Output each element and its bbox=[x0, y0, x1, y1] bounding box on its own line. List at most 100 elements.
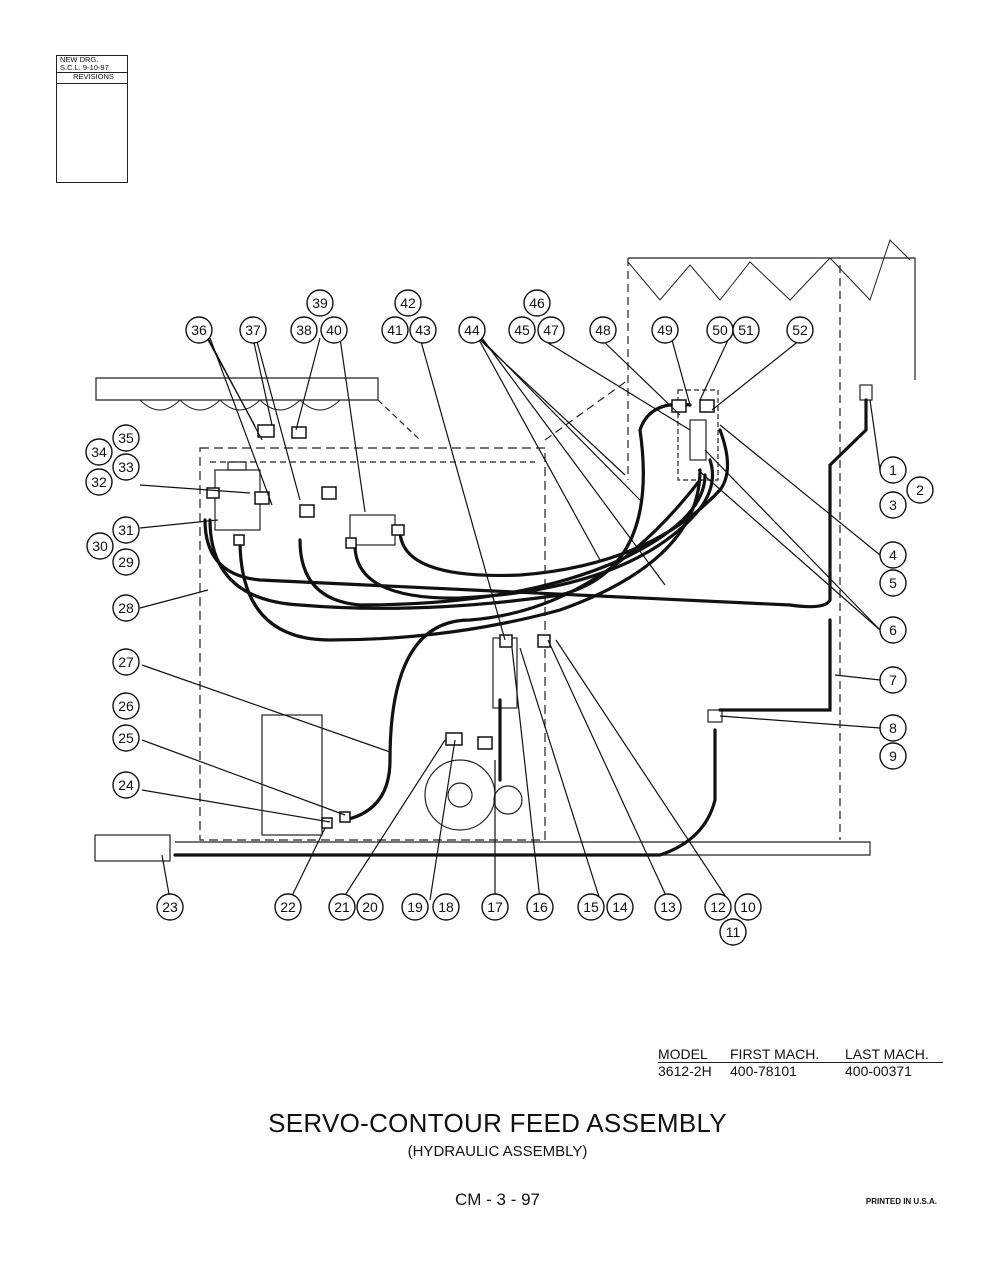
callout-balloon-4: 4 bbox=[879, 541, 907, 569]
callout-balloon-23: 23 bbox=[156, 893, 184, 921]
callout-number: 44 bbox=[464, 322, 480, 338]
callout-number: 35 bbox=[118, 430, 134, 446]
callout-balloon-42: 42 bbox=[394, 289, 422, 317]
callout-number: 14 bbox=[612, 899, 628, 915]
callout-circle bbox=[577, 893, 605, 921]
callout-balloon-37: 37 bbox=[239, 316, 267, 344]
callout-balloon-9: 9 bbox=[879, 742, 907, 770]
callout-number: 47 bbox=[543, 322, 559, 338]
callout-balloon-44: 44 bbox=[458, 316, 486, 344]
callout-balloon-26: 26 bbox=[112, 692, 140, 720]
callout-circle bbox=[185, 316, 213, 344]
callout-number: 26 bbox=[118, 698, 134, 714]
callout-circle bbox=[654, 893, 682, 921]
callout-number: 16 bbox=[532, 899, 548, 915]
callout-circle bbox=[156, 893, 184, 921]
callout-number: 50 bbox=[712, 322, 728, 338]
callout-number: 42 bbox=[400, 295, 416, 311]
callout-circle bbox=[879, 666, 907, 694]
callout-balloon-31: 31 bbox=[112, 516, 140, 544]
callout-number: 46 bbox=[529, 295, 545, 311]
callout-number: 7 bbox=[889, 672, 897, 688]
callout-circle bbox=[112, 548, 140, 576]
first-machine-column-header: FIRST MACH. bbox=[730, 1046, 820, 1062]
callout-number: 20 bbox=[362, 899, 378, 915]
callout-circle bbox=[508, 316, 536, 344]
callout-circle bbox=[879, 714, 907, 742]
callout-balloon-15: 15 bbox=[577, 893, 605, 921]
callout-circle bbox=[732, 316, 760, 344]
callout-balloon-45: 45 bbox=[508, 316, 536, 344]
callout-circle bbox=[879, 569, 907, 597]
callout-number: 1 bbox=[889, 462, 897, 478]
callout-circle bbox=[458, 316, 486, 344]
callout-number: 5 bbox=[889, 575, 897, 591]
callout-circle bbox=[589, 316, 617, 344]
callout-circle bbox=[606, 893, 634, 921]
model-table: MODEL FIRST MACH. LAST MACH. 3612-2H 400… bbox=[658, 1046, 948, 1079]
callout-number: 11 bbox=[726, 924, 741, 940]
callout-number: 34 bbox=[91, 444, 107, 460]
callout-number: 49 bbox=[657, 322, 673, 338]
drawing-subtitle: (HYDRAULIC ASSEMBLY) bbox=[407, 1143, 588, 1160]
callout-balloon-20: 20 bbox=[356, 893, 384, 921]
callout-balloon-40: 40 bbox=[320, 316, 348, 344]
callout-number: 33 bbox=[118, 459, 134, 475]
callout-circle bbox=[526, 893, 554, 921]
callout-circle bbox=[239, 316, 267, 344]
callout-balloon-22: 22 bbox=[274, 893, 302, 921]
callout-circle bbox=[85, 468, 113, 496]
callout-balloon-8: 8 bbox=[879, 714, 907, 742]
model-value: 3612-2H bbox=[658, 1063, 712, 1079]
callout-circle bbox=[274, 893, 302, 921]
callout-number: 45 bbox=[514, 322, 530, 338]
callout-number: 10 bbox=[740, 899, 756, 915]
callout-circle bbox=[112, 692, 140, 720]
callout-number: 28 bbox=[118, 600, 134, 616]
callout-number: 22 bbox=[280, 899, 296, 915]
callout-balloon-29: 29 bbox=[112, 548, 140, 576]
callout-circle bbox=[786, 316, 814, 344]
callout-number: 15 bbox=[583, 899, 599, 915]
callout-balloon-17: 17 bbox=[481, 893, 509, 921]
revision-block: NEW DRG. S.C.L. 9-10-97 REVISIONS bbox=[56, 55, 128, 183]
callout-balloon-32: 32 bbox=[85, 468, 113, 496]
last-machine-column-header: LAST MACH. bbox=[845, 1046, 929, 1062]
callout-balloon-41: 41 bbox=[381, 316, 409, 344]
drawing-title: SERVO-CONTOUR FEED ASSEMBLY bbox=[268, 1108, 727, 1138]
callout-number: 13 bbox=[660, 899, 676, 915]
callout-circle bbox=[112, 724, 140, 752]
callout-balloon-46: 46 bbox=[523, 289, 551, 317]
callout-balloon-25: 25 bbox=[112, 724, 140, 752]
callout-number: 19 bbox=[407, 899, 423, 915]
callout-balloon-52: 52 bbox=[786, 316, 814, 344]
callout-circle bbox=[879, 742, 907, 770]
first-machine-value: 400-78101 bbox=[730, 1063, 797, 1079]
revision-line-2: S.C.L. 9-10-97 bbox=[60, 63, 109, 72]
callout-balloon-13: 13 bbox=[654, 893, 682, 921]
callout-number: 37 bbox=[245, 322, 261, 338]
callout-balloon-50: 50 bbox=[706, 316, 734, 344]
callout-balloon-27: 27 bbox=[112, 648, 140, 676]
callout-balloon-43: 43 bbox=[409, 316, 437, 344]
callout-circle bbox=[394, 289, 422, 317]
callout-number: 8 bbox=[889, 720, 897, 736]
callout-number: 30 bbox=[92, 538, 108, 554]
callout-circle bbox=[401, 893, 429, 921]
callout-number: 21 bbox=[334, 899, 350, 915]
callout-circle bbox=[719, 918, 747, 946]
callout-circle bbox=[290, 316, 318, 344]
callout-circle bbox=[409, 316, 437, 344]
callout-balloon-51: 51 bbox=[732, 316, 760, 344]
callout-number: 3 bbox=[889, 497, 897, 513]
callout-circle bbox=[879, 456, 907, 484]
callout-balloon-34: 34 bbox=[85, 438, 113, 466]
revision-line-1: NEW DRG. bbox=[60, 55, 99, 64]
callout-circle bbox=[734, 893, 762, 921]
callout-number: 48 bbox=[595, 322, 611, 338]
callout-balloon-2: 2 bbox=[906, 476, 934, 504]
printed-note: PRINTED IN U.S.A. bbox=[865, 1197, 937, 1206]
callout-circle bbox=[906, 476, 934, 504]
callout-number: 39 bbox=[312, 295, 328, 311]
